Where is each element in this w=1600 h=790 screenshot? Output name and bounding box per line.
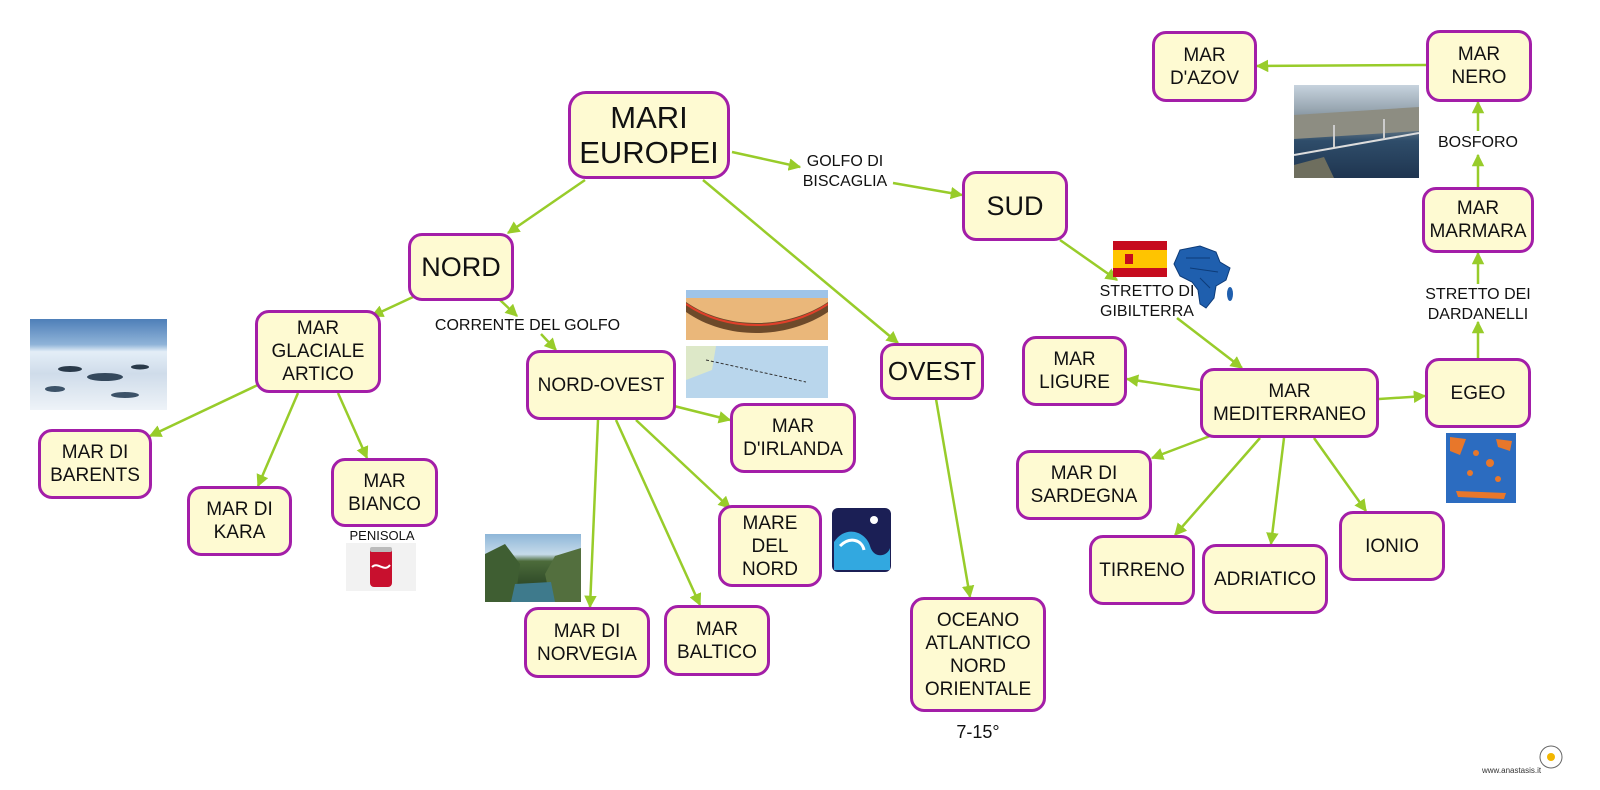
arrow-ovest-oceano (934, 398, 975, 599)
label-stretto-di-gibilterra: STRETTO DI GIBILTERRA (1099, 283, 1195, 320)
node-adriatico: ADRIATICO (1202, 544, 1328, 614)
node-nord: NORD (408, 233, 514, 301)
footer-site: www.anastasis.it (1482, 766, 1542, 775)
node-ovest: OVEST (880, 343, 984, 400)
node-mar-di-kara: MAR DI KARA (187, 486, 292, 556)
arrow-glaciale-bianco (336, 392, 369, 460)
node-mari-europei: MARI EUROPEI (568, 91, 730, 179)
arrow-nordovest-irlanda (673, 404, 732, 424)
arrow-europei-nord (506, 178, 586, 235)
africa-map-icon (1170, 242, 1238, 312)
node-sud: SUD (962, 171, 1068, 241)
arrow-med-egeo (1378, 390, 1427, 403)
gulf-stream-diagram (686, 290, 828, 398)
arrow-med-sardegna (1150, 434, 1211, 460)
spain-flag-icon (1113, 241, 1167, 277)
arrow-corrente-nordovest (540, 333, 557, 351)
label-stretto-dei-dardanelli: STRETTO DEI DARDANELLI (1425, 286, 1531, 323)
arrow-med-adriatico (1266, 437, 1286, 546)
arrow-nordovest-norvegia (584, 419, 600, 609)
node-mar-mediterraneo: MAR MEDITERRANEO (1200, 368, 1379, 438)
node-tirreno: TIRRENO (1089, 535, 1195, 605)
arctic-ice-photo (30, 319, 167, 410)
arrow-europei-ovest (702, 179, 899, 344)
node-ionio: IONIO (1339, 511, 1445, 581)
aegean-islands-map (1446, 433, 1516, 503)
arrow-gibilterra-mediterraneo (1176, 317, 1243, 369)
node-mar-di-barents: MAR DI BARENTS (38, 429, 152, 499)
node-mar-d-irlanda: MAR D'IRLANDA (730, 403, 856, 473)
arrow-nord-glaciale (370, 295, 414, 318)
arrow-glaciale-kara (256, 392, 300, 488)
arrow-europei-biscaglia (731, 150, 802, 171)
node-mar-d-azov: MAR D'AZOV (1152, 31, 1257, 102)
node-mar-bianco: MAR BIANCO (331, 458, 438, 527)
node-mar-di-sardegna: MAR DI SARDEGNA (1016, 450, 1152, 520)
node-mar-ligure: MAR LIGURE (1022, 336, 1127, 406)
label-corrente-del-golfo: CORRENTE DEL GOLFO (434, 317, 621, 334)
node-nord-ovest: NORD-OVEST (526, 350, 676, 420)
node-mar-di-norvegia: MAR DI NORVEGIA (524, 607, 650, 678)
sea-wave-icon (830, 506, 893, 574)
arrow-nordovest-nord (635, 419, 731, 509)
arrow-nordovest-baltico (614, 419, 702, 607)
label-penisola: PENISOLA (349, 528, 415, 543)
node-oceano-atlantico: OCEANO ATLANTICO NORD ORIENTALE (910, 597, 1046, 712)
arrow-med-ligure (1125, 374, 1201, 392)
anastasis-logo (1538, 744, 1564, 770)
arrow-nord-corrente (499, 299, 518, 317)
arrow-nero-azov (1255, 59, 1427, 73)
node-mare-del-nord: MARE DEL NORD (718, 505, 822, 587)
coca-cola-can-image (346, 543, 416, 591)
arrow-med-ionio (1312, 437, 1368, 513)
label-golfo-di-biscaglia: GOLFO DI BISCAGLIA (802, 153, 888, 190)
arrow-sud-gibilterra (1059, 238, 1119, 282)
bosphorus-bridge-photo (1294, 85, 1419, 178)
node-egeo: EGEO (1425, 358, 1531, 428)
node-mar-glaciale-artico: MAR GLACIALE ARTICO (255, 310, 381, 393)
node-mar-marmara: MAR MARMARA (1422, 187, 1534, 253)
arrow-glaciale-barents (148, 381, 263, 438)
node-mar-baltico: MAR BALTICO (664, 605, 770, 676)
node-mar-nero: MAR NERO (1426, 30, 1532, 102)
arrow-biscaglia-sud (892, 181, 964, 200)
label-bosforo: BOSFORO (1437, 134, 1518, 151)
label-temperature: 7-15° (956, 722, 1000, 742)
arrow-med-tirreno (1174, 437, 1261, 536)
fjord-photo (485, 534, 581, 602)
